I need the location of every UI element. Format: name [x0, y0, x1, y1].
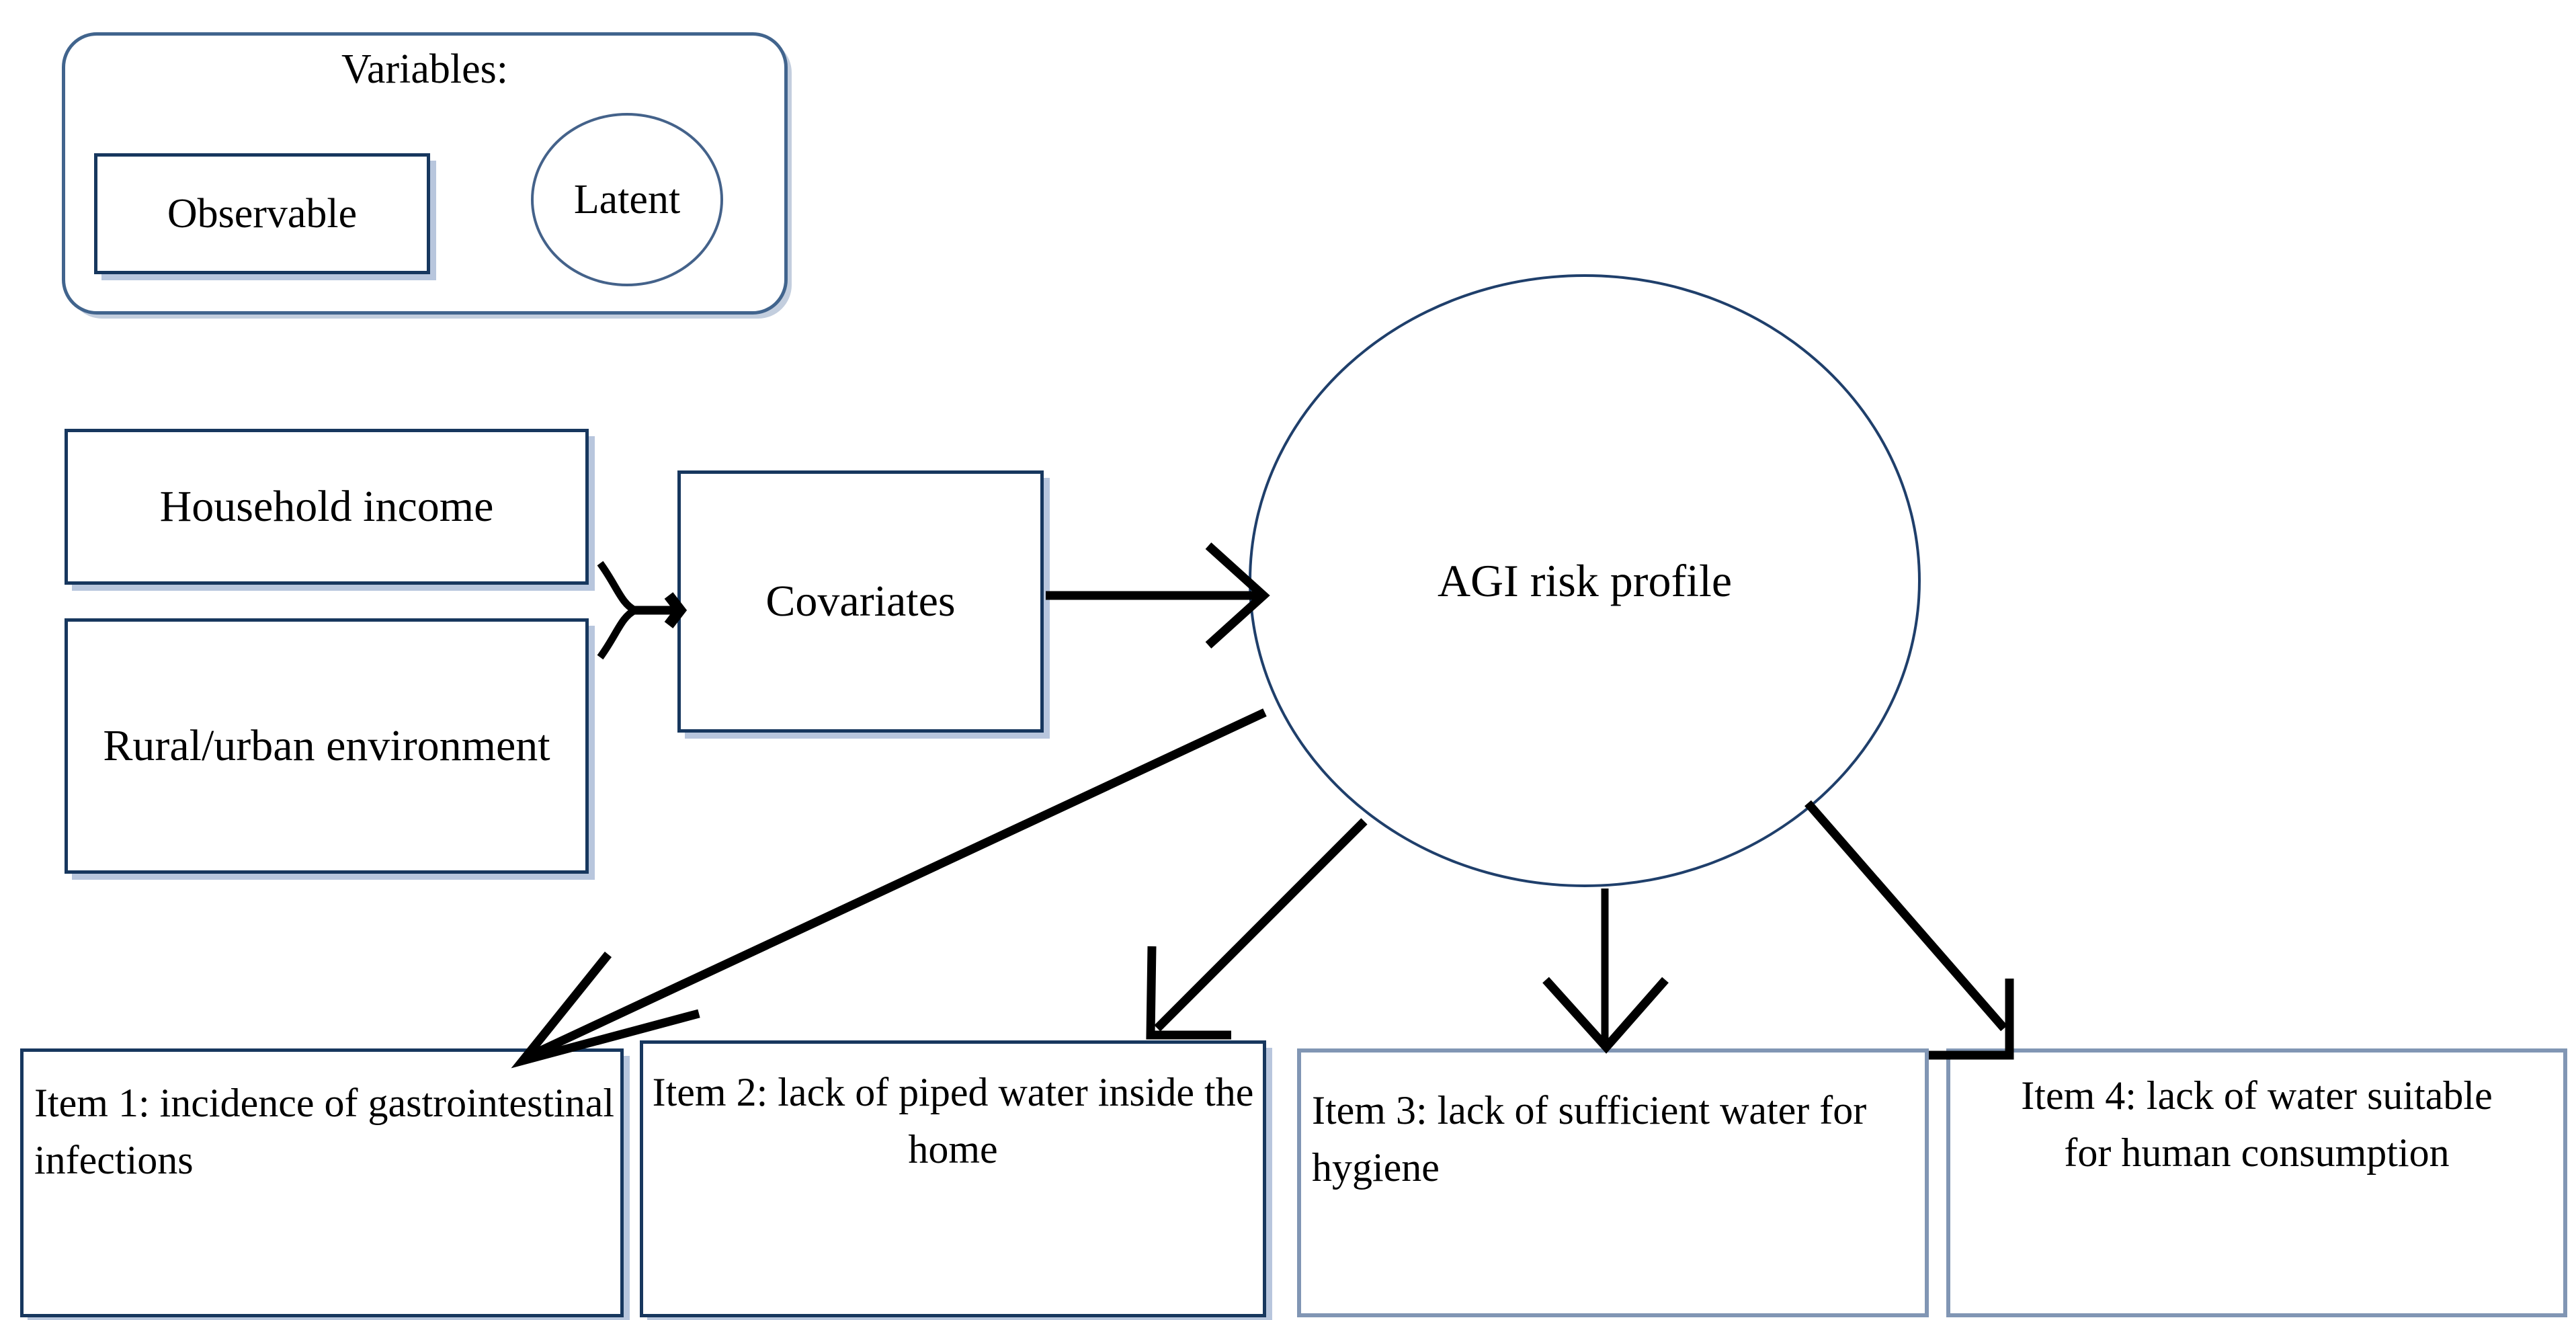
legend-observable-label: Observable — [167, 190, 358, 237]
edge-agi-to-item2 — [1154, 818, 1368, 1032]
legend-observable-box: Observable — [94, 153, 430, 274]
node-covariates: Covariates — [677, 470, 1044, 733]
edge-agi-to-item3-arrowhead — [1542, 977, 1669, 1054]
edge-agi-to-item4-arrowhead — [1929, 979, 2014, 1060]
node-item-4: Item 4: lack of water suitable for human… — [1946, 1048, 2567, 1317]
node-item-3-label: Item 3: lack of sufficient water for hyg… — [1312, 1088, 1867, 1190]
edge-agi-to-item1 — [529, 708, 1267, 1059]
node-covariates-label: Covariates — [765, 577, 956, 626]
node-item-1: Item 1: incidence of gastrointestinal in… — [20, 1048, 624, 1317]
edge-agi-to-item4 — [1804, 800, 2007, 1032]
node-agi-risk-profile-label: AGI risk profile — [1437, 554, 1733, 606]
node-item-2: Item 2: lack of piped water inside the h… — [640, 1040, 1266, 1317]
node-item-4-label: Item 4: lack of water suitable for human… — [2021, 1073, 2493, 1175]
node-rural-urban: Rural/urban environment — [65, 618, 589, 874]
node-item-2-label: Item 2: lack of piped water inside the h… — [652, 1070, 1254, 1172]
node-rural-urban-label: Rural/urban environment — [103, 721, 550, 771]
node-agi-risk-profile: AGI risk profile — [1249, 274, 1921, 887]
edge-agi-to-item2-arrowhead — [1146, 946, 1231, 1040]
edge-household-to-covariates — [597, 561, 637, 614]
edge-rural-to-covariates — [597, 607, 637, 660]
node-household-income-label: Household income — [159, 482, 494, 532]
node-item-3: Item 3: lack of sufficient water for hyg… — [1297, 1048, 1929, 1317]
node-household-income: Household income — [65, 429, 589, 585]
legend-latent-label: Latent — [573, 176, 681, 222]
node-item-1-label: Item 1: incidence of gastrointestinal in… — [34, 1081, 615, 1183]
legend-latent-circle: Latent — [531, 113, 723, 286]
legend-title: Variables: — [341, 46, 508, 92]
